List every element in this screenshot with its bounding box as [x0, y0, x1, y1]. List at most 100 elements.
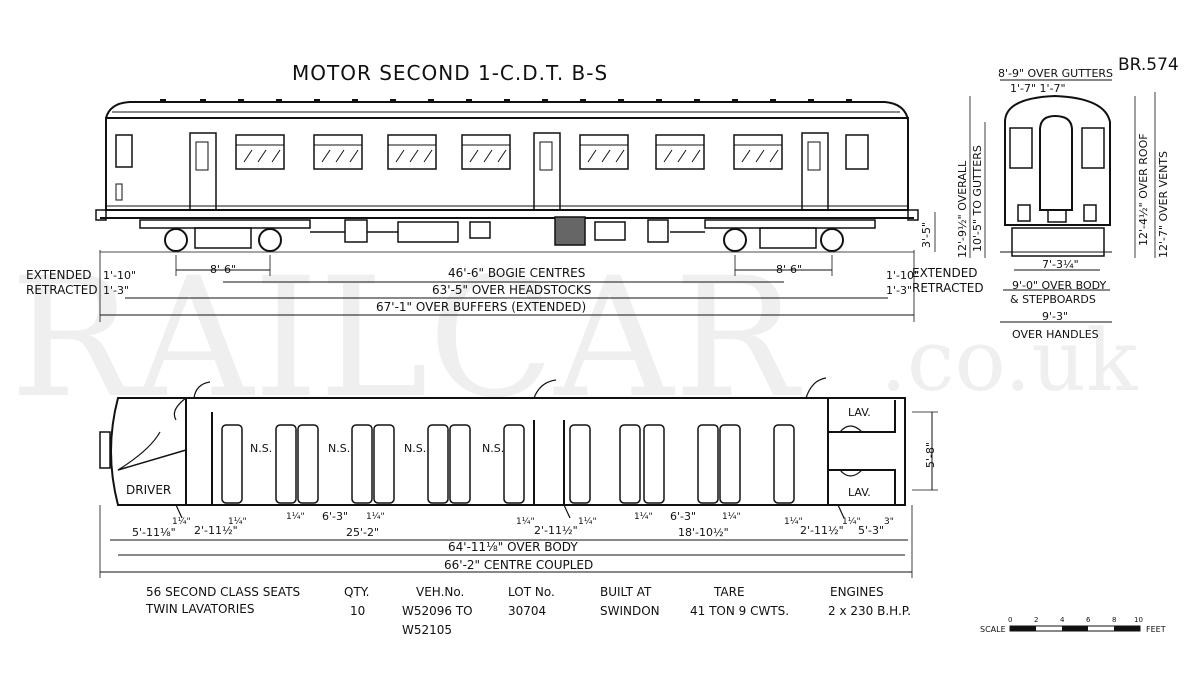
- end-elevation: 8'-9" OVER GUTTERS 1'-7" 1'-7" 12'-9½" O…: [956, 67, 1170, 341]
- roof-height-dim: 12'-4½" OVER ROOF: [1137, 133, 1150, 246]
- seat-bays: [221, 424, 795, 504]
- roof-vents: [160, 99, 852, 102]
- handles-dim: 9'-3": [1042, 310, 1068, 323]
- right-retracted-value: 1'-3": [886, 284, 912, 297]
- door-1: [189, 132, 217, 211]
- dim-end-right: 5'-3": [858, 524, 884, 537]
- lot-value: 30704: [508, 604, 546, 618]
- overall-height-dim: 12'-9½" OVERALL: [956, 160, 969, 258]
- dim-small-b: 1¼": [228, 517, 247, 527]
- dim-cab: 5'-11⅛": [132, 526, 176, 539]
- veh-value-2: W52105: [402, 623, 452, 637]
- scale-tick-8: 8: [1112, 616, 1116, 624]
- tare-header: TARE: [713, 585, 745, 599]
- right-extended-value: 1'-10": [886, 269, 919, 282]
- veh-header: VEH.No.: [416, 585, 464, 599]
- dim-small-d: 1¼": [366, 512, 385, 522]
- buffers-dim: 67'-1" OVER BUFFERS (EXTENDED): [376, 300, 586, 314]
- engines-value: 2 x 230 B.H.P.: [828, 604, 911, 618]
- left-retracted-label: RETRACTED: [26, 283, 98, 297]
- scale-bar: SCALE 0 2 4 6 8 10 FEET: [980, 616, 1166, 634]
- bogie-dim-right: 8'-6": [776, 263, 802, 276]
- stepboards-dim: & STEPBOARDS: [1010, 293, 1096, 306]
- plan-view: N.S. N.S. N.S. N.S. LAV. LAV. DRIVER 5'-…: [99, 377, 938, 578]
- tare-value: 41 TON 9 CWTS.: [690, 604, 789, 618]
- buffer-right: [907, 209, 919, 221]
- scale-unit: FEET: [1146, 625, 1166, 634]
- veh-value: W52096 TO: [402, 604, 473, 618]
- scale-tick-2: 2: [1034, 616, 1038, 624]
- scale-tick-10: 10: [1134, 616, 1143, 624]
- left-extended-label: EXTENDED: [26, 268, 92, 282]
- end-window-right: [1081, 127, 1105, 169]
- left-extended-value: 1'-10": [103, 269, 136, 282]
- wheel-1: [164, 228, 188, 252]
- buffer-height-dim: 3'-5": [920, 222, 933, 248]
- dim-small-k: 3": [884, 517, 894, 527]
- top-dims: 1'-7" 1'-7": [1010, 82, 1066, 95]
- dim-small-h: 1¼": [722, 512, 741, 522]
- headstocks-dim: 63'-5" OVER HEADSTOCKS: [432, 283, 591, 297]
- data-table: 56 SECOND CLASS SEATS TWIN LAVATORIES QT…: [145, 585, 911, 637]
- cab-window: [115, 134, 133, 168]
- wheel-2: [258, 228, 282, 252]
- door-3: [801, 132, 829, 211]
- diagram-ref: BR.574: [1118, 55, 1179, 75]
- dim-vest-right: 2'-11½": [800, 524, 844, 537]
- scale-label: SCALE: [980, 625, 1006, 634]
- end-body-outline: [1004, 94, 1111, 226]
- compartment-label-3: N.S.: [404, 442, 426, 455]
- bogie-frame-right: [704, 219, 876, 229]
- lav-label-top: LAV.: [848, 406, 871, 419]
- plan-over-body-dim: 64'-11⅛" OVER BODY: [448, 540, 578, 554]
- right-retracted-label: RETRACTED: [912, 281, 984, 295]
- wheel-3: [723, 228, 747, 252]
- scale-tick-4: 4: [1060, 616, 1065, 624]
- end-door: [1039, 114, 1073, 211]
- dim-small-g: 1¼": [634, 512, 653, 522]
- vents-height-dim: 12'-7" OVER VENTS: [1157, 151, 1170, 258]
- driver-label: DRIVER: [126, 483, 171, 497]
- dim-saloon-right: 18'-10½": [678, 526, 729, 539]
- underfloor-engines: [310, 216, 705, 246]
- seats-text: 56 SECOND CLASS SEATS: [146, 585, 300, 599]
- bogie-frame-left: [139, 219, 311, 229]
- over-gutters-dim: 8'-9" OVER GUTTERS: [998, 67, 1113, 80]
- end-over-body-dim: 9'-0" OVER BODY: [1012, 279, 1107, 292]
- built-value: SWINDON: [600, 604, 660, 618]
- body-outline: [105, 117, 909, 211]
- dim-small-a: 1¼": [172, 517, 191, 527]
- qty-value: 10: [350, 604, 365, 618]
- lav-label-bottom: LAV.: [848, 486, 871, 499]
- compartment-label-1: N.S.: [250, 442, 272, 455]
- bogie-centres-dim: 46'-6" BOGIE CENTRES: [448, 266, 585, 280]
- centre-coupled-dim: 66'-2" CENTRE COUPLED: [444, 558, 593, 572]
- compartment-label-4: N.S.: [482, 442, 504, 455]
- end-window-left: [1009, 127, 1033, 169]
- dim-small-j: 1¼": [842, 517, 861, 527]
- dim-small-e: 1¼": [516, 517, 535, 527]
- dim-small-f: 1¼": [578, 517, 597, 527]
- left-retracted-value: 1'-3": [103, 284, 129, 297]
- compartment-label-2: N.S.: [328, 442, 350, 455]
- lav-width-dim: 5'-8": [924, 442, 937, 468]
- lavatories-text: TWIN LAVATORIES: [145, 602, 255, 616]
- qty-header: QTY.: [344, 585, 370, 599]
- door-2: [533, 132, 561, 211]
- dim-bay-right: 6'-3": [670, 510, 696, 523]
- dim-centre-door: 2'-11½": [534, 524, 578, 537]
- dim-small-i: 1¼": [784, 517, 803, 527]
- gutters-height-dim: 10'-5" TO GUTTERS: [971, 145, 984, 252]
- lot-header: LOT No.: [508, 585, 555, 599]
- right-extended-label: EXTENDED: [912, 266, 978, 280]
- plan-outline: [110, 397, 906, 506]
- scale-tick-0: 0: [1008, 616, 1012, 624]
- wheel-4: [820, 228, 844, 252]
- dim-saloon-left: 25'-2": [346, 526, 379, 539]
- side-windows: [235, 134, 869, 170]
- built-header: BUILT AT: [600, 585, 652, 599]
- watermark-main: RAILCAR: [10, 242, 803, 434]
- engines-header: ENGINES: [830, 585, 884, 599]
- scale-tick-6: 6: [1086, 616, 1091, 624]
